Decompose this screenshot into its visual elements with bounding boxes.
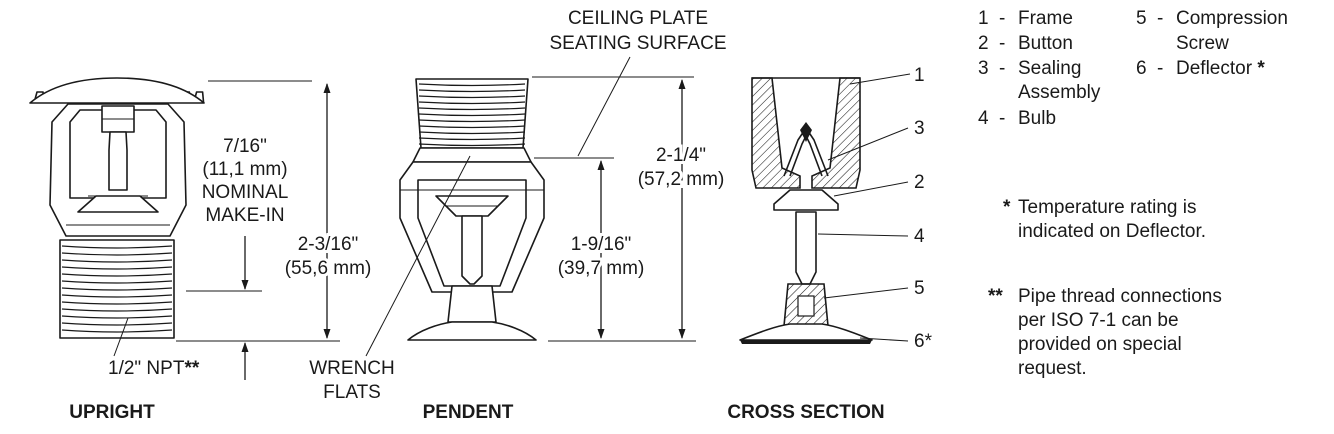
svg-text:-: - xyxy=(1157,58,1163,79)
upright-bulb xyxy=(108,131,128,191)
makein-label-1: 7/16" xyxy=(223,136,267,157)
legend-label-deflector: Deflector * xyxy=(1176,58,1265,79)
cross-section-drawing xyxy=(739,77,873,344)
svg-text:-: - xyxy=(1157,8,1163,29)
svg-text:-: - xyxy=(999,108,1005,129)
upright-overall-label-2: (55,6 mm) xyxy=(285,258,372,279)
pendent-deflector xyxy=(407,321,537,341)
pendent-bulb xyxy=(461,215,483,285)
npt-leader xyxy=(113,317,129,357)
pendent-dimensions: CEILING PLATE SEATING SURFACE 2-1/4" (57… xyxy=(309,8,727,403)
section-deflector xyxy=(739,323,873,341)
legend-num-6: 6 xyxy=(1136,58,1147,79)
makein-label-3: NOMINAL xyxy=(202,182,289,203)
legend-num-1: 1 xyxy=(978,8,989,29)
callout-6: 6* xyxy=(914,331,933,352)
callout-1: 1 xyxy=(914,65,925,86)
upright-deflector xyxy=(29,77,205,104)
legend-label-button: Button xyxy=(1018,33,1073,54)
wrench-flats-label-1: WRENCH xyxy=(309,358,395,379)
pendent-overall-label-1: 2-1/4" xyxy=(656,145,706,166)
ceiling-plate-label-1: CEILING PLATE xyxy=(568,8,708,29)
pendent-wrench-flats xyxy=(412,147,532,163)
pipe-note-line-2: per ISO 7-1 can be xyxy=(1018,310,1179,331)
temp-note-line-2: indicated on Deflector. xyxy=(1018,221,1206,242)
ceiling-plate-leader xyxy=(577,56,631,157)
upright-overall-label-1: 2-3/16" xyxy=(298,234,359,255)
makein-label-4: MAKE-IN xyxy=(205,205,284,226)
upright-caption: UPRIGHT xyxy=(69,402,155,423)
upright-sprinkler-drawing xyxy=(29,77,205,339)
below-plate-label-2: (39,7 mm) xyxy=(558,258,645,279)
pendent-thread xyxy=(415,78,529,149)
callout-5: 5 xyxy=(914,278,925,299)
callout-leaders: 1 3 2 4 5 6* xyxy=(817,65,933,352)
pendent-caption: PENDENT xyxy=(423,402,514,423)
callout-4: 4 xyxy=(914,226,925,247)
pipe-note-line-3: provided on special xyxy=(1018,334,1182,355)
legend-num-5: 5 xyxy=(1136,8,1147,29)
callout-3: 3 xyxy=(914,118,925,139)
pipe-note-line-1: Pipe thread connections xyxy=(1018,286,1222,307)
legend-label-assembly: Assembly xyxy=(1018,82,1101,103)
upright-dimensions: 7/16" (11,1 mm) NOMINAL MAKE-IN 2-3/16" … xyxy=(108,80,374,380)
legend-num-2: 2 xyxy=(978,33,989,54)
section-frame-left xyxy=(751,77,801,189)
legend-label-compression: Compression xyxy=(1176,8,1288,29)
makein-label-2: (11,1 mm) xyxy=(202,159,287,180)
pendent-sprinkler-drawing xyxy=(399,78,545,341)
temp-note-marker: * xyxy=(1003,197,1011,218)
legend-num-4: 4 xyxy=(978,108,989,129)
footnotes: * Temperature rating is indicated on Def… xyxy=(988,197,1222,379)
callout-2: 2 xyxy=(914,172,925,193)
pendent-overall-label-2: (57,2 mm) xyxy=(638,169,725,190)
svg-text:-: - xyxy=(999,8,1005,29)
section-button xyxy=(773,189,839,211)
below-plate-label-1: 1-9/16" xyxy=(571,234,632,255)
npt-label: 1/2" NPT** xyxy=(108,358,200,379)
svg-text:-: - xyxy=(999,33,1005,54)
legend-label-frame: Frame xyxy=(1018,8,1073,29)
legend-label-screw: Screw xyxy=(1176,33,1229,54)
ceiling-plate-label-2: SEATING SURFACE xyxy=(549,33,726,54)
wrench-flats-label-2: FLATS xyxy=(323,382,381,403)
temp-note-line-1: Temperature rating is xyxy=(1018,197,1196,218)
pipe-note-marker: ** xyxy=(988,286,1003,307)
legend-label-sealing: Sealing xyxy=(1018,58,1081,79)
section-bulb xyxy=(795,211,817,285)
section-frame-right xyxy=(811,77,861,189)
wrench-flats-leader xyxy=(365,155,471,357)
legend-num-3: 3 xyxy=(978,58,989,79)
parts-legend: 1 - Frame 2 - Button 3 - Sealing Assembl… xyxy=(978,8,1288,129)
legend-label-bulb: Bulb xyxy=(1018,108,1056,129)
pipe-note-line-4: request. xyxy=(1018,358,1087,379)
svg-text:-: - xyxy=(999,58,1005,79)
cross-section-caption: CROSS SECTION xyxy=(727,402,884,423)
